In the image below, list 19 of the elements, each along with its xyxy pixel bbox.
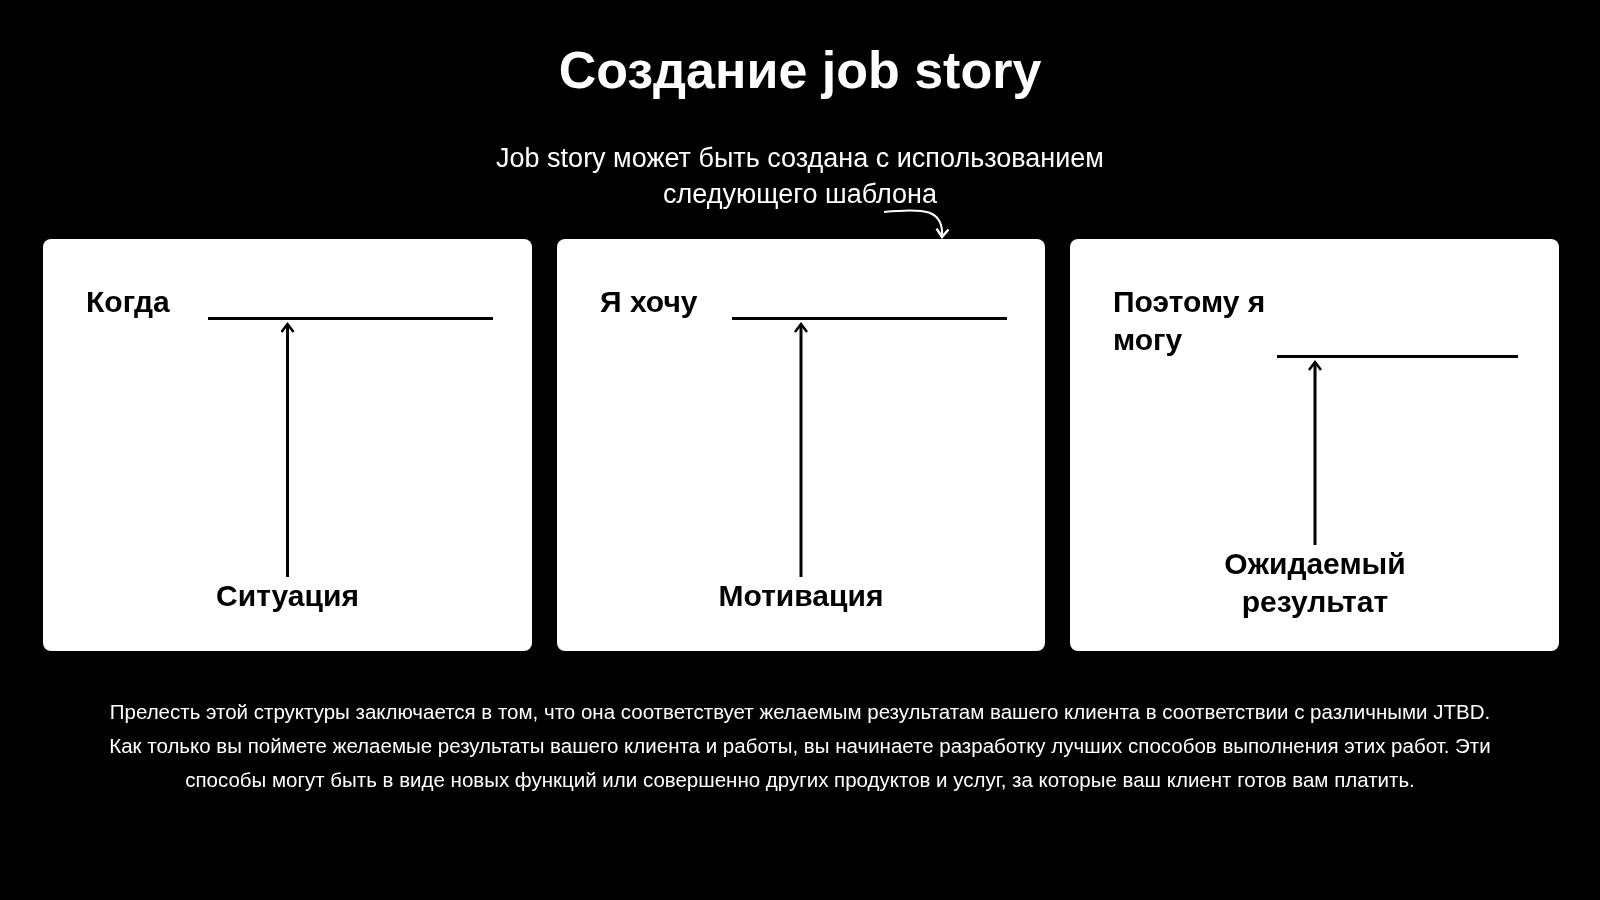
fill-in-line (1277, 355, 1518, 358)
heading-text: Поэтому я могу (1113, 284, 1267, 358)
caption-paragraph: Прелесть этой структуры заключается в том, что она соответствует желаемым результатам вашего клиента в соответствии с различными JTBD. Как только вы поймете желаемые результаты вашего клиента и работы, вы начинаете разработку лучших способов выполнения этих работ. Эти способы могут быть в виде новых функций или совершенно других продуктов и услуг, за которые ваш клиент готов вам платить. (108, 699, 1492, 793)
fill-in-line (732, 317, 1007, 320)
arrow (793, 322, 809, 577)
label-text: Ситуация (43, 577, 532, 615)
heading-text: Когда (86, 284, 171, 320)
arrow (280, 322, 295, 577)
fill-in-line (208, 317, 493, 320)
template-card (557, 239, 1045, 651)
label-text: Ожидаемый результат (1185, 545, 1445, 621)
heading-text: Я хочу (600, 284, 699, 320)
template-card (1070, 239, 1559, 651)
template-card (43, 239, 532, 651)
label-text: Мотивация (557, 577, 1045, 615)
title: Создание job story (557, 40, 1043, 100)
arrow (883, 209, 950, 239)
arrow (1307, 360, 1323, 545)
subtitle-text: Job story может быть создана с использованием следующего шаблона (450, 140, 1150, 212)
